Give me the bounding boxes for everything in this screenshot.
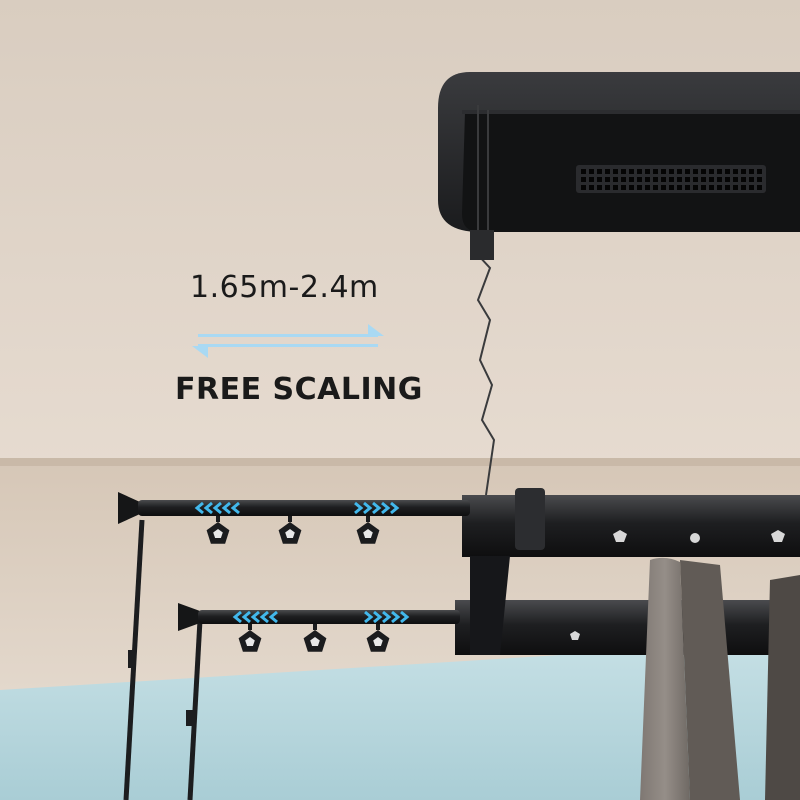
hanger-hook-icon [206,516,230,544]
chevron-left-icon [194,501,240,515]
chevron-left-icon [232,610,278,624]
free-scaling-label: FREE SCALING [175,372,423,407]
hanger-hook-icon [303,624,327,652]
chevron-right-icon [364,610,410,624]
hanging-towel [640,557,800,800]
hanger-hook-icon [278,516,302,544]
hanger-hook-icon [366,624,390,652]
drop-arms [123,519,203,800]
center-frame [455,488,800,655]
telescopic-bar [118,492,470,544]
wall-edge [0,458,800,466]
telescopic-bar [178,603,460,652]
telescopic-bars [118,492,470,652]
motor-housing [438,72,800,232]
chevron-right-icon [354,501,400,515]
lift-strap [470,105,496,496]
hanger-hook-icon [238,624,262,652]
hanger-hook-icon [356,516,380,544]
frame-hooks [570,530,785,642]
vent-grille [576,165,766,193]
extension-range-label: 1.65m-2.4m [190,270,379,305]
double-arrow-left-right-icon [192,324,384,358]
floor [0,640,800,800]
